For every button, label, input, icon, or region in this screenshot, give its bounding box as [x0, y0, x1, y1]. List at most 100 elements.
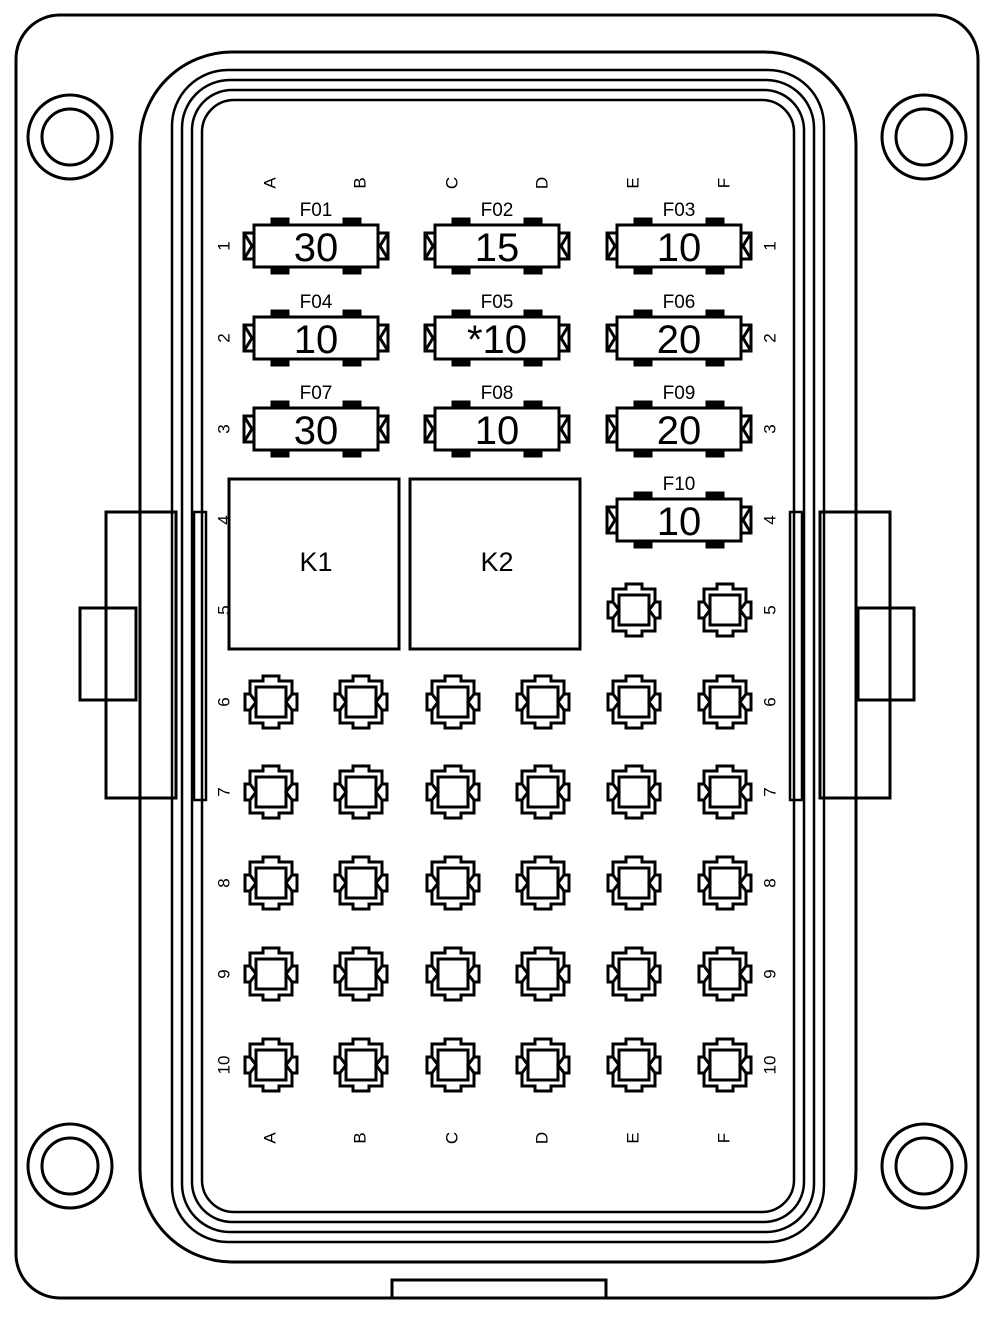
mount-hole-bottom-left: [26, 1122, 114, 1210]
fuse-tab: [451, 309, 471, 319]
terminal-socket: [344, 1048, 378, 1082]
fuse-rating: 20: [657, 318, 702, 362]
terminal-outline: [515, 855, 571, 911]
terminal-contacts: [611, 601, 657, 619]
terminal-contacts: [520, 874, 566, 892]
terminal-outline: [425, 764, 481, 820]
column-label-top-E: E: [623, 177, 642, 188]
row-label-right-6: 6: [760, 697, 779, 706]
fuse-body: [615, 315, 743, 361]
terminal-contacts: [430, 965, 476, 983]
terminal-socket: [526, 957, 560, 991]
fuse-clip-right: [559, 414, 571, 444]
terminal-C10: [425, 1037, 481, 1093]
fuse-label: F03: [663, 200, 696, 221]
terminal-contacts: [702, 965, 748, 983]
terminal-E9: [606, 946, 662, 1002]
fuse-tab: [705, 448, 725, 458]
terminal-contacts: [520, 1056, 566, 1074]
terminal-outline: [606, 764, 662, 820]
terminal-contacts: [430, 874, 476, 892]
fuse-tab: [270, 217, 290, 227]
terminal-contacts: [338, 783, 384, 801]
terminal-socket: [708, 1048, 742, 1082]
terminal-C8: [425, 855, 481, 911]
terminal-A6: [243, 674, 299, 730]
terminal-outline: [425, 1037, 481, 1093]
terminal-outline: [243, 1037, 299, 1093]
terminal-outline: [243, 764, 299, 820]
terminal-contacts: [702, 874, 748, 892]
fuse-tab: [633, 491, 653, 501]
terminal-socket: [254, 957, 288, 991]
terminal-D7: [515, 764, 571, 820]
terminal-socket: [617, 957, 651, 991]
fuse-tab: [523, 400, 543, 410]
terminal-socket: [708, 593, 742, 627]
fuse-body: [252, 406, 380, 452]
fuse-clip-left: [605, 231, 617, 261]
row-label-left-1: 1: [214, 241, 233, 250]
fuse-tab: [451, 217, 471, 227]
terminal-socket: [436, 957, 470, 991]
terminal-contacts: [702, 693, 748, 711]
terminal-outline: [333, 946, 389, 1002]
fuse-label: F02: [481, 200, 514, 221]
terminal-outline: [606, 1037, 662, 1093]
frame-outer: [138, 50, 858, 1264]
fuse-rating: 30: [294, 226, 339, 270]
fuse-body: [615, 406, 743, 452]
fuse-tab: [342, 448, 362, 458]
row-label-right-2: 2: [760, 333, 779, 342]
fuse-tab: [270, 448, 290, 458]
row-label-right-1: 1: [760, 241, 779, 250]
terminal-C9: [425, 946, 481, 1002]
terminal-outline: [243, 946, 299, 1002]
fuse-clip-right: [741, 414, 753, 444]
terminal-outline: [333, 764, 389, 820]
row-label-right-9: 9: [760, 969, 779, 978]
mount-hole-bottom-right: [880, 1122, 968, 1210]
terminal-B10: [333, 1037, 389, 1093]
terminal-E8: [606, 855, 662, 911]
fuse-clip-right: [378, 414, 390, 444]
terminal-socket: [617, 775, 651, 809]
fuse-clip-left: [605, 323, 617, 353]
terminal-outline: [333, 1037, 389, 1093]
column-label-bottom-E: E: [623, 1132, 642, 1143]
mount-hole-top-right: [880, 93, 968, 181]
terminal-contacts: [611, 783, 657, 801]
terminal-F7: [697, 764, 753, 820]
fuse-clip-right: [741, 323, 753, 353]
terminal-socket: [617, 866, 651, 900]
terminal-outline: [515, 764, 571, 820]
terminal-socket: [254, 866, 288, 900]
fuse-clip-left: [242, 231, 254, 261]
terminal-contacts: [611, 1056, 657, 1074]
mounting-clip-left: [78, 606, 138, 702]
column-label-top-D: D: [532, 177, 551, 189]
column-label-top-C: C: [442, 177, 461, 189]
terminal-F9: [697, 946, 753, 1002]
column-label-top-F: F: [714, 178, 733, 188]
cover-panel: [200, 98, 796, 1214]
latch-left: [192, 510, 208, 802]
terminal-outline: [697, 1037, 753, 1093]
row-label-left-10: 10: [214, 1056, 233, 1075]
terminal-socket: [344, 775, 378, 809]
fuse-label: F01: [300, 200, 333, 221]
terminal-B7: [333, 764, 389, 820]
terminal-outline: [425, 946, 481, 1002]
fuse-clip-right: [741, 505, 753, 535]
terminal-F10: [697, 1037, 753, 1093]
terminal-socket: [708, 775, 742, 809]
terminal-outline: [515, 946, 571, 1002]
terminal-C6: [425, 674, 481, 730]
terminal-socket: [436, 685, 470, 719]
terminal-socket: [526, 685, 560, 719]
fuse-label: F06: [663, 292, 696, 313]
column-label-top-A: A: [260, 177, 279, 189]
